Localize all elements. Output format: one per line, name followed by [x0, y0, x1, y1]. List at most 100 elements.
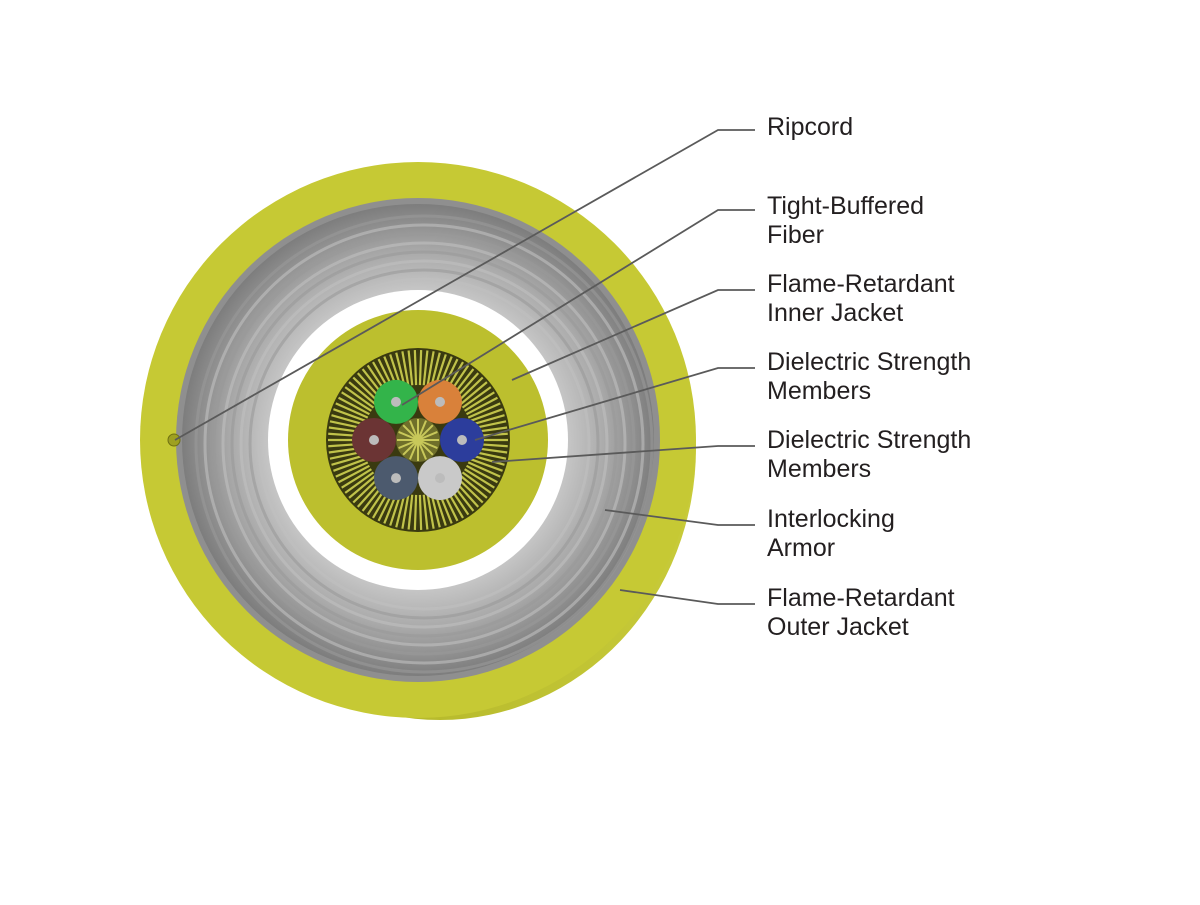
fiber-core [457, 435, 467, 445]
central-member-strand [417, 439, 434, 456]
yarn-strand [430, 352, 441, 387]
yarn-strand [331, 454, 366, 466]
yarn-strand [426, 493, 435, 529]
yarn-strand [407, 350, 414, 386]
label-strength-members-1-line2: Members [767, 377, 872, 405]
yarn-strand [413, 494, 418, 530]
yarn-strand [418, 494, 423, 530]
yarn-strand [413, 350, 418, 386]
yarn-strand [466, 464, 498, 484]
yarn-strand [456, 376, 484, 403]
label-interlocking-armor-line1: Interlocking [767, 505, 895, 533]
yarn-strand [338, 464, 370, 484]
label-inner-jacket-line1: Flame-Retardant [767, 270, 955, 298]
armor-ridge [212, 232, 636, 656]
yarn-strand [467, 461, 501, 478]
yarn-strand [464, 391, 495, 412]
yarn-strand [341, 391, 372, 412]
leader-line [474, 367, 755, 441]
yarn-strand [348, 474, 377, 499]
leader-line [604, 509, 755, 526]
yarn-strand [466, 396, 498, 416]
yarn-strand [470, 454, 505, 466]
leader-lines [174, 129, 755, 605]
label-inner-jacket: Flame-Retardant Inner Jacket [767, 270, 955, 328]
label-tight-buffered-fiber-line1: Tight-Buffered [767, 192, 925, 220]
yarn-strand [344, 471, 375, 494]
yarn-strand [352, 376, 380, 403]
yarn-strand [348, 381, 377, 406]
yarn-strand [470, 414, 505, 426]
label-tight-buffered-fiber-line2: Fiber [767, 221, 824, 249]
armor-ridge [248, 268, 600, 620]
yarn-strand [333, 408, 367, 423]
yarn-strand [401, 493, 410, 529]
armor-ridge [239, 259, 609, 629]
yarn-strand [407, 494, 414, 530]
armor-ridge [203, 223, 645, 665]
yarn-strand [335, 402, 369, 419]
fiber-core [391, 396, 401, 407]
leader-line [491, 445, 755, 463]
yarn-strand [456, 477, 484, 504]
label-outer-jacket-line2: Outer Jacket [767, 613, 909, 641]
label-ripcord-line1: Ripcord [767, 113, 854, 141]
label-strength-members-1: Dielectric Strength Members [767, 348, 971, 406]
armor-ridge [194, 214, 654, 674]
yarn-strand [422, 350, 429, 386]
cable-body [140, 162, 696, 720]
yarn-strand [352, 477, 380, 504]
central-member-strand [398, 431, 419, 441]
label-tight-buffered-fiber: Tight-Buffered Fiber [767, 192, 924, 250]
yarn-strand [395, 493, 406, 528]
leader-line [174, 129, 755, 441]
label-strength-members-1-line1: Dielectric Strength [767, 348, 972, 376]
yarn-strand [338, 396, 370, 416]
yarn-strand [469, 408, 503, 423]
armor-ridge [257, 277, 591, 611]
label-inner-jacket-line2: Inner Jacket [767, 299, 904, 327]
leader-line [511, 289, 755, 381]
yarn-strand [459, 474, 488, 499]
label-interlocking-armor: Interlocking Armor [767, 505, 895, 563]
fiber-core [369, 435, 379, 445]
label-outer-jacket-line1: Flame-Retardant [767, 584, 955, 612]
label-strength-members-2-line1: Dielectric Strength [767, 426, 972, 454]
yarn-strand [333, 457, 367, 472]
label-strength-members-2: Dielectric Strength Members [767, 426, 971, 484]
ripcord [167, 433, 181, 447]
yarn-strand [430, 493, 441, 528]
central-member-strand [402, 424, 419, 441]
yarn-strand [344, 386, 375, 409]
central-member-strand [398, 439, 419, 449]
label-interlocking-armor-line2: Armor [767, 534, 836, 562]
label-outer-jacket: Flame-Retardant Outer Jacket [767, 584, 955, 642]
yarn-strand [426, 351, 435, 387]
yarn-strand [461, 471, 492, 494]
yarn-strand [467, 402, 501, 419]
leader-line [619, 589, 755, 605]
yarn-strand [418, 350, 423, 386]
fiber-core [391, 473, 401, 484]
yarn-strand [469, 457, 503, 472]
leader-line [401, 209, 755, 406]
yarn-strand [461, 386, 492, 409]
central-member-strand [417, 424, 434, 441]
yarn-strand [341, 468, 372, 489]
central-member-strand [409, 439, 419, 460]
central-member-strand [417, 420, 427, 441]
label-ripcord: Ripcord [767, 113, 853, 142]
yarn-strand [401, 351, 410, 387]
label-strength-members-2-line2: Members [767, 455, 872, 483]
central-member-strand [409, 420, 419, 441]
fiber-core [435, 473, 445, 484]
armor-ridge [230, 250, 618, 638]
yarn-strand [422, 494, 429, 530]
armor-ridge [221, 241, 627, 647]
yarn-strand [335, 461, 369, 478]
yarn-strand [331, 414, 366, 426]
central-member-strand [417, 439, 438, 449]
yarn-strand [464, 468, 495, 489]
